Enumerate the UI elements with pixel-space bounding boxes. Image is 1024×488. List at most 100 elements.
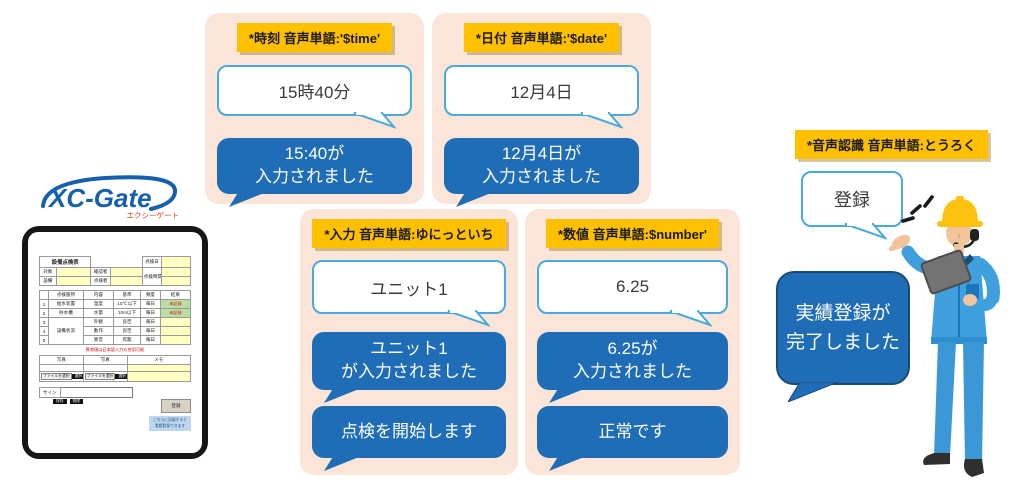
form-field-checker-label: 確認者 bbox=[90, 267, 111, 277]
bubble-tail bbox=[788, 382, 838, 402]
table-row: 2 貯水槽 水量 10m以下 毎日 未記録 bbox=[38, 308, 192, 318]
spoken-text-bubble: 登録 bbox=[801, 171, 903, 240]
result-cell[interactable]: 未記録 bbox=[159, 299, 192, 309]
sign-label: サイン bbox=[39, 387, 61, 398]
worker-leg bbox=[963, 342, 984, 462]
worker-illustration bbox=[888, 195, 1000, 477]
delete-button[interactable]: 削除 bbox=[69, 399, 84, 404]
tablet-screen: 設備点検表 点検日 対象 確認者 点検時間 設備 bbox=[28, 232, 202, 453]
response-bubble: 12月4日が 入力されました bbox=[444, 138, 639, 207]
bubble-tail bbox=[324, 387, 364, 403]
form-input-cell[interactable] bbox=[161, 276, 191, 286]
panel-number: *数値 音声単語:$number' 6.25 6.25が 入力されました 正常で… bbox=[525, 209, 740, 475]
response-bubble: 点検を開始します bbox=[312, 406, 506, 471]
save-button[interactable]: 保存 bbox=[53, 399, 67, 404]
memo-cell[interactable] bbox=[126, 364, 192, 372]
form-field-date-label: 点検日 bbox=[141, 256, 163, 268]
file-upload-cell: ファイルを選択選択 bbox=[39, 371, 84, 382]
bubble-tail bbox=[456, 191, 496, 207]
bubble-tail bbox=[580, 112, 623, 129]
file-upload-cell: ファイルを選択選択 bbox=[82, 371, 128, 382]
result-cell[interactable]: 未記録 bbox=[159, 308, 192, 318]
form-field-inspector-label: 点検者 bbox=[90, 276, 111, 286]
bubble-tail bbox=[324, 455, 364, 471]
logo-swoosh: XC-Gate エクシーゲート bbox=[41, 175, 180, 220]
form-title: 設備点検表 bbox=[38, 256, 92, 268]
form-input-cell[interactable] bbox=[109, 267, 143, 277]
select-button[interactable]: 選択 bbox=[115, 374, 127, 379]
tablet-device: 設備点検表 点検日 対象 確認者 点検時間 設備 bbox=[22, 226, 208, 459]
signature-section: サイン 保存 削除 bbox=[39, 387, 134, 404]
bubble-tail bbox=[669, 310, 712, 327]
hardhat bbox=[937, 196, 983, 227]
spoken-text-bubble: 6.25 bbox=[537, 260, 728, 327]
voice-command-label: *数値 音声単語:$number' bbox=[546, 219, 719, 248]
table-row: 1 給水装置 温度 10℃以下 毎日 未記録 bbox=[38, 299, 192, 309]
voice-command-label: *時刻 音声単語:'$time' bbox=[236, 23, 393, 52]
spoken-text-bubble: 15時40分 bbox=[217, 65, 412, 129]
response-bubble: 正常です bbox=[537, 406, 728, 471]
worker-forearm bbox=[970, 290, 999, 312]
form-photo-table: 写真 写真 メモ ファイルを選択選択 ファイルを選択 bbox=[39, 355, 192, 382]
form-field-equipment-label: 設備 bbox=[39, 276, 57, 286]
worker-hand bbox=[888, 234, 911, 251]
form-header-table: 設備点検表 点検日 対象 確認者 点検時間 設備 bbox=[38, 256, 191, 286]
select-button[interactable]: 選択 bbox=[71, 374, 83, 379]
form-check-table: 点検箇所 内容 基準 頻度 結果 1 給水装置 温度 10℃以下 毎日 未記録 bbox=[38, 290, 192, 345]
photo-header: 写真 bbox=[39, 355, 84, 365]
register-hint-note: こちらに記録すると 実績登録できます bbox=[149, 416, 191, 432]
worker-leg bbox=[934, 342, 956, 456]
memo-header: メモ bbox=[126, 355, 192, 365]
bubble-tail bbox=[549, 455, 589, 471]
voice-command-label: *音声認識 音声単語:とうろく bbox=[795, 130, 989, 159]
spoken-text-bubble: ユニット1 bbox=[312, 260, 506, 327]
bubble-tail bbox=[447, 310, 490, 327]
response-bubble: 6.25が 入力されました bbox=[537, 332, 728, 403]
handheld-tablet bbox=[920, 249, 972, 295]
worker-shoe bbox=[963, 459, 984, 477]
form-input-cell[interactable] bbox=[55, 276, 92, 286]
result-cell[interactable] bbox=[159, 317, 192, 327]
photo-header: 写真 bbox=[82, 355, 128, 365]
form-alert-note: 異常値は日本語入力も併用可能 bbox=[85, 347, 145, 352]
logo-text: XC-Gate bbox=[47, 183, 152, 213]
photo-cell[interactable] bbox=[39, 364, 84, 372]
panel-time: *時刻 音声単語:'$time' 15時40分 15:40が 入力されました bbox=[205, 13, 424, 207]
spoken-text-bubble: 12月4日 bbox=[444, 65, 639, 129]
file-select-button[interactable]: ファイルを選択 bbox=[84, 373, 116, 380]
bubble-tail bbox=[844, 223, 887, 240]
voice-command-label: *入力 音声単語:ゆにっといち bbox=[312, 219, 506, 248]
sign-field[interactable] bbox=[59, 387, 134, 398]
register-section: 登録 こちらに記録すると 実績登録できます bbox=[149, 399, 191, 432]
result-cell[interactable] bbox=[159, 326, 192, 336]
table-header-row: 点検箇所 内容 基準 頻度 結果 bbox=[38, 290, 192, 300]
response-bubble: 実績登録が 完了しました bbox=[776, 271, 910, 402]
form-field-time-label: 点検時間 bbox=[141, 267, 163, 286]
form-input-cell[interactable] bbox=[161, 267, 191, 277]
panel-input: *入力 音声単語:ゆにっといち ユニット1 ユニット1 が入力されました 点検を… bbox=[300, 209, 518, 475]
inspection-form: 設備点検表 点検日 対象 確認者 点検時間 設備 bbox=[38, 256, 192, 432]
speech-emphasis-marks bbox=[901, 195, 934, 223]
voice-command-label: *日付 音声単語:'$date' bbox=[463, 23, 620, 52]
bubble-tail bbox=[549, 387, 589, 403]
form-input-cell[interactable] bbox=[161, 256, 191, 268]
response-bubble: ユニット1 が入力されました bbox=[312, 332, 506, 403]
xc-gate-logo: XC-Gate エクシーゲート bbox=[33, 173, 187, 221]
bubble-tail bbox=[353, 112, 396, 129]
form-input-cell[interactable] bbox=[55, 267, 92, 277]
result-cell[interactable] bbox=[159, 335, 192, 345]
form-field-target-label: 対象 bbox=[39, 267, 57, 277]
worker-neck bbox=[954, 244, 964, 255]
worker-hand bbox=[963, 294, 977, 306]
photo-cell[interactable] bbox=[82, 364, 128, 372]
file-select-button[interactable]: ファイルを選択 bbox=[41, 373, 72, 380]
table-row: 4 動作 良否 毎日 bbox=[38, 326, 192, 336]
register-button[interactable]: 登録 bbox=[161, 399, 191, 413]
bubble-tail bbox=[229, 191, 269, 207]
worker-shoe bbox=[923, 453, 950, 465]
form-input-cell[interactable] bbox=[109, 276, 143, 286]
logo-reading: エクシーゲート bbox=[127, 211, 180, 220]
panel-date: *日付 音声単語:'$date' 12月4日 12月4日が 入力されました bbox=[432, 13, 651, 207]
jacket-hem bbox=[931, 337, 987, 344]
